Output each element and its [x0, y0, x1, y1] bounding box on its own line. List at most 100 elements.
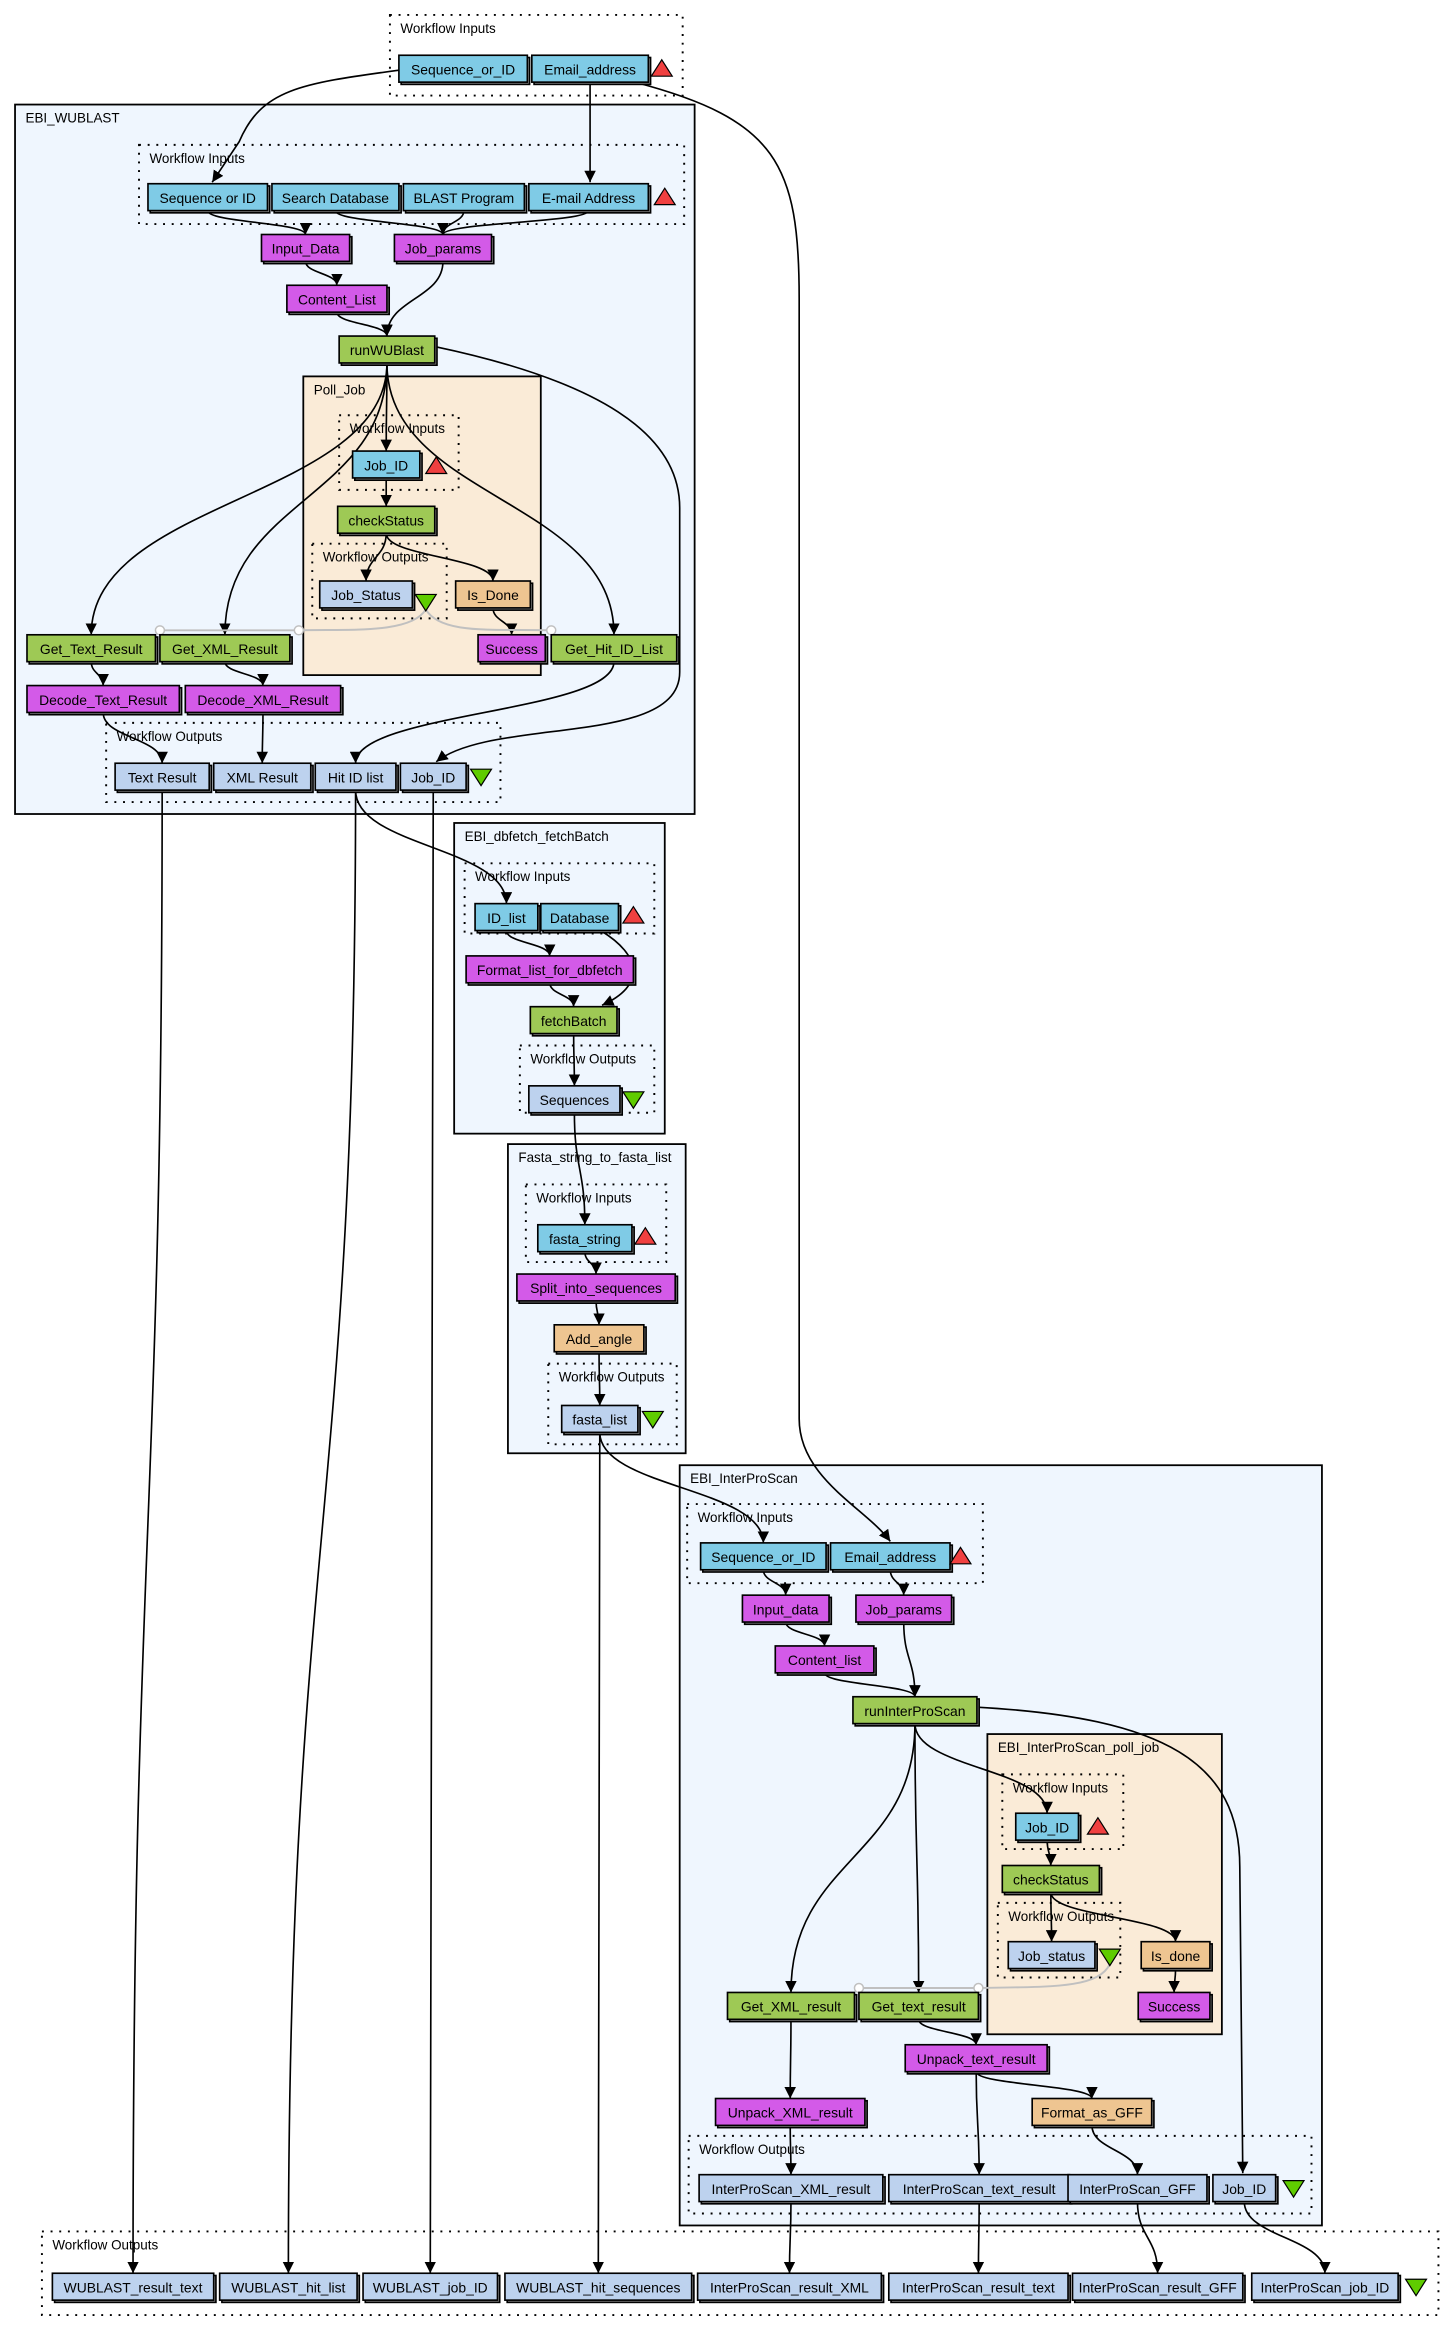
node-wb-run[interactable]: runWUBlast: [338, 335, 438, 367]
node-o-xml[interactable]: XML Result: [212, 762, 314, 794]
node-wb-jobp[interactable]: Job_params: [393, 233, 495, 265]
node-o-ipsxml[interactable]: InterProScan_XML_result: [698, 2173, 886, 2205]
node-label: Input_data: [753, 1601, 819, 1617]
node-db-fetch[interactable]: fetchBatch: [529, 1005, 621, 1037]
node-o-text[interactable]: Text Result: [114, 762, 213, 794]
node-o-ipstext[interactable]: InterProScan_text_result: [887, 2173, 1073, 2205]
node-fs-split[interactable]: Split_into_sequences: [516, 1273, 679, 1304]
node-label: Success: [485, 641, 538, 657]
node-ips-email[interactable]: Email_address: [829, 1542, 954, 1573]
edge-pj-check-to-pj-isdone: [385, 533, 499, 582]
node-wb-search[interactable]: Search Database: [271, 182, 402, 214]
edge-ips-run-to-gt: [912, 1723, 925, 1993]
edge-unt-to-o-ipstext: [973, 2071, 985, 2175]
node-label: BLAST Program: [413, 190, 514, 206]
node-b-rt[interactable]: WUBLAST_result_text: [51, 2272, 217, 2304]
node-db-format[interactable]: Format_list_for_dbfetch: [465, 955, 637, 986]
node-wb-content[interactable]: Content_List: [286, 284, 391, 316]
node-dxr[interactable]: Decode_XML_Result: [184, 684, 344, 716]
node-o-jobid[interactable]: Job_ID: [399, 762, 470, 794]
output-port-triangle-icon: [1404, 2278, 1428, 2297]
node-label: InterProScan_result_text: [902, 2279, 1055, 2295]
node-b-hs[interactable]: WUBLAST_hit_sequences: [504, 2272, 695, 2304]
input-port-triangle-icon: [948, 1546, 973, 1565]
node-ipj-status[interactable]: Job_status: [1007, 1940, 1098, 1972]
node-ipj-isdone[interactable]: Is_done: [1140, 1940, 1213, 1972]
node-ips-o-jobid[interactable]: Job_ID: [1212, 2173, 1279, 2205]
node-pj-success[interactable]: Success: [477, 633, 549, 665]
node-db-database[interactable]: Database: [539, 902, 622, 934]
node-label: Split_into_sequences: [530, 1280, 662, 1296]
node-b-hl[interactable]: WUBLAST_hit_list: [218, 2272, 361, 2304]
node-b-x[interactable]: InterProScan_result_XML: [696, 2272, 885, 2304]
node-fs-add[interactable]: Add_angle: [553, 1323, 647, 1355]
node-label: WUBLAST_result_text: [64, 2279, 203, 2295]
node-label: Is_Done: [467, 587, 519, 603]
node-label: InterProScan_text_result: [903, 2181, 1056, 2197]
group-ips-outputs: Workflow Outputs: [687, 2134, 1313, 2215]
group-title: EBI_InterProScan_poll_job: [998, 1740, 1159, 1755]
node-label: Decode_XML_Result: [197, 692, 328, 708]
control-link: [858, 1963, 1111, 1989]
node-label: Job_ID: [411, 769, 455, 785]
node-unt[interactable]: Unpack_text_result: [904, 2043, 1051, 2075]
node-b-t[interactable]: InterProScan_result_text: [887, 2272, 1072, 2304]
group-wublast-outputs: Workflow Outputs: [105, 721, 502, 804]
node-ips-content[interactable]: Content_list: [774, 1645, 877, 1676]
edge-ips-jobp-to-ips-run: [902, 1622, 921, 1697]
node-gxr[interactable]: Get_XML_Result: [159, 633, 293, 665]
node-wb-seq[interactable]: Sequence or ID: [147, 182, 271, 214]
node-b-g[interactable]: InterProScan_result_GFF: [1071, 2272, 1246, 2304]
node-ips-jobp[interactable]: Job_params: [855, 1594, 955, 1626]
group-title: EBI_WUBLAST: [25, 110, 119, 125]
node-gx[interactable]: Get_XML_result: [726, 1991, 858, 2023]
control-port-circle-icon: [973, 1982, 984, 1994]
node-dtr[interactable]: Decode_Text_Result: [26, 684, 183, 716]
edge-ips-run-to-ips-o-jobid: [976, 1706, 1249, 2174]
group-title: Workflow Outputs: [699, 2142, 805, 2157]
group-wublast-inputs: Workflow Inputs: [138, 143, 686, 226]
node-label: Job_params: [866, 1601, 942, 1617]
group-title: Workflow Inputs: [350, 421, 446, 436]
node-pj-isdone[interactable]: Is_Done: [454, 580, 534, 611]
node-wb-email[interactable]: E-mail Address: [528, 182, 652, 214]
node-label: InterProScan_result_GFF: [1079, 2279, 1237, 2295]
node-ipj-jobid[interactable]: Job_ID: [1014, 1812, 1082, 1844]
group-title: EBI_InterProScan: [690, 1471, 798, 1486]
group-title: Fasta_string_to_fasta_list: [518, 1150, 671, 1165]
node-gt[interactable]: Get_text_result: [858, 1991, 982, 2023]
node-pj-check[interactable]: checkStatus: [336, 505, 438, 537]
node-ips-input[interactable]: Input_data: [741, 1594, 833, 1626]
edge-gff-to-o-gff: [1091, 2125, 1144, 2175]
node-wb-input[interactable]: Input_Data: [260, 233, 353, 265]
control-port-circle-icon: [293, 625, 305, 636]
node-pj-jobid[interactable]: Job_ID: [351, 450, 423, 482]
node-gtr[interactable]: Get_Text_Result: [26, 633, 159, 665]
node-ipj-success[interactable]: Success: [1137, 1991, 1213, 2023]
node-gff[interactable]: Format_as_GFF: [1031, 2097, 1155, 2129]
node-ips-seq[interactable]: Sequence_or_ID: [699, 1542, 830, 1573]
node-b-j[interactable]: InterProScan_job_ID: [1250, 2272, 1402, 2304]
node-top-email[interactable]: Email_address: [531, 54, 652, 86]
node-fs-string[interactable]: fasta_string: [536, 1223, 635, 1255]
edge-o-hit-to-b-hl: [282, 790, 357, 2274]
node-top-seq[interactable]: Sequence_or_ID: [398, 54, 531, 86]
node-o-gff[interactable]: InterProScan_GFF: [1067, 2173, 1210, 2205]
node-fs-list[interactable]: fasta_list: [560, 1404, 641, 1436]
node-db-idlist[interactable]: ID_list: [474, 902, 541, 934]
group-title: Workflow Inputs: [1013, 1780, 1109, 1795]
node-wb-blast[interactable]: BLAST Program: [402, 182, 528, 214]
output-port-triangle-icon: [1282, 2180, 1306, 2199]
node-b-jid[interactable]: WUBLAST_job_ID: [362, 2272, 501, 2304]
edge-wb-jobp-to-wb-run: [381, 261, 444, 337]
node-unx[interactable]: Unpack_XML_result: [714, 2097, 868, 2129]
edge-wb-run-to-gtr: [85, 362, 388, 635]
node-db-seq[interactable]: Sequences: [528, 1085, 624, 1116]
edge-dtr-to-o-text: [102, 712, 168, 764]
node-o-hit[interactable]: Hit ID list: [314, 762, 399, 794]
node-ghl[interactable]: Get_Hit_ID_List: [550, 633, 680, 665]
node-pj-status[interactable]: Job_Status: [318, 580, 416, 611]
node-ipj-check[interactable]: checkStatus: [1001, 1864, 1103, 1896]
node-ips-run[interactable]: runInterProScan: [852, 1695, 980, 1727]
